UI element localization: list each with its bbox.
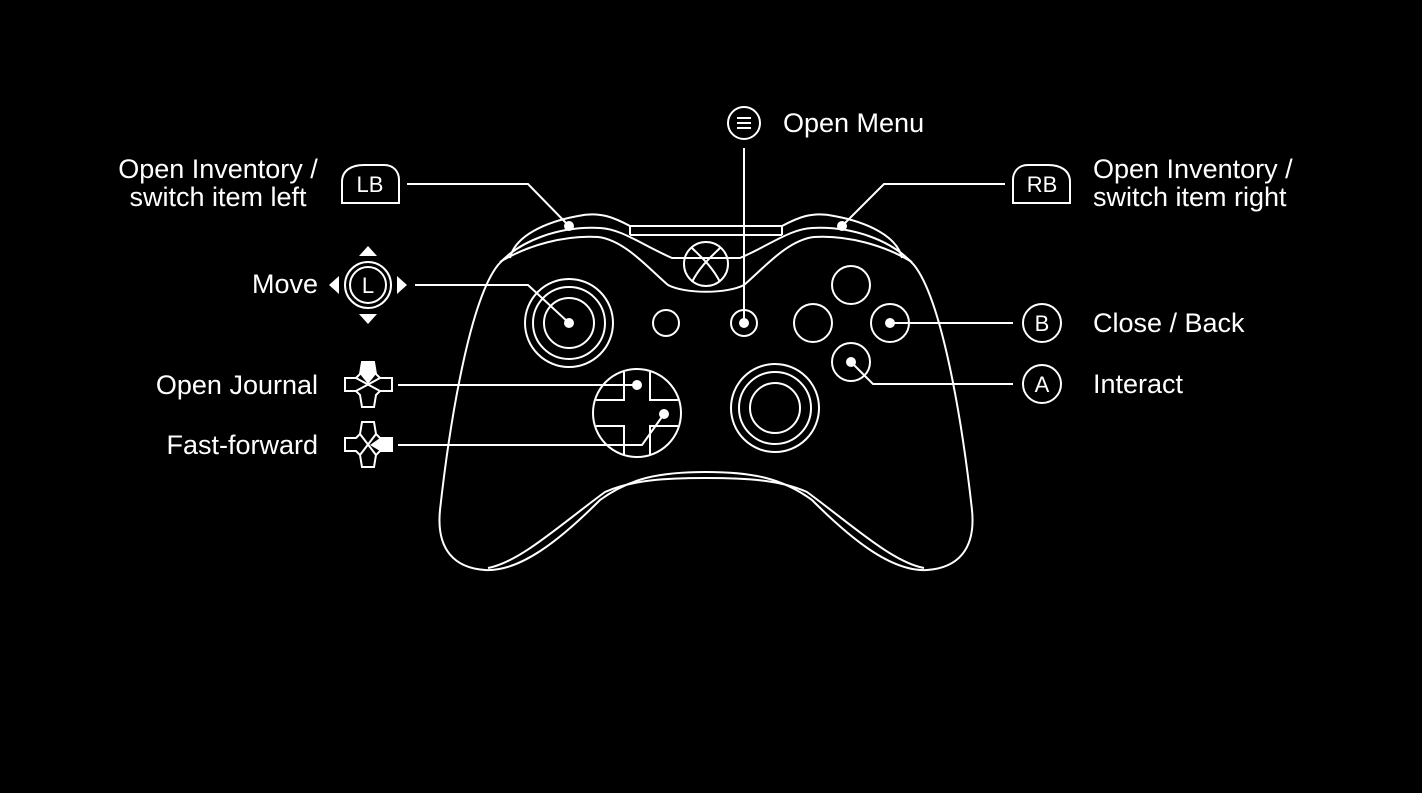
label-interact: Interact [1093, 369, 1184, 399]
a-badge-icon: A [1022, 364, 1062, 404]
left-stick-badge-label: L [362, 273, 374, 298]
arrow-right-icon [397, 276, 407, 294]
controller-outline [438, 213, 974, 572]
a-button [831, 342, 871, 382]
x-button [793, 303, 833, 343]
dpad-up-icon [344, 361, 393, 408]
controller-dpad [592, 368, 682, 458]
right-stick [730, 363, 820, 453]
label-inventory-left-line2: switch item left [129, 182, 307, 212]
left-stick [524, 278, 614, 368]
label-open-journal: Open Journal [156, 370, 318, 400]
lb-badge-icon: LB [341, 164, 400, 204]
arrow-down-icon [359, 314, 377, 324]
arrow-up-icon [359, 246, 377, 256]
left-stick-icon: L [329, 246, 407, 324]
a-badge-label: A [1035, 372, 1050, 397]
label-fast-forward: Fast-forward [166, 430, 318, 460]
face-buttons [793, 265, 910, 382]
lb-badge-label: LB [357, 172, 384, 197]
arrow-left-icon [329, 276, 339, 294]
b-badge-icon: B [1022, 303, 1062, 343]
label-inventory-left-line1: Open Inventory / [118, 154, 318, 184]
label-inventory-right-line2: switch item right [1093, 182, 1287, 212]
label-open-menu: Open Menu [783, 108, 924, 138]
menu-button-icon [727, 106, 761, 140]
xbox-logo-icon [683, 241, 729, 287]
label-inventory-right-line1: Open Inventory / [1093, 154, 1293, 184]
label-move: Move [252, 269, 318, 299]
rb-badge-label: RB [1027, 172, 1058, 197]
b-badge-label: B [1035, 311, 1050, 336]
connector-lines [398, 148, 1013, 446]
rb-badge-icon: RB [1012, 164, 1071, 204]
view-button [652, 309, 680, 337]
dpad-right-icon [344, 421, 393, 468]
y-button [831, 265, 871, 305]
label-close-back: Close / Back [1093, 308, 1245, 338]
